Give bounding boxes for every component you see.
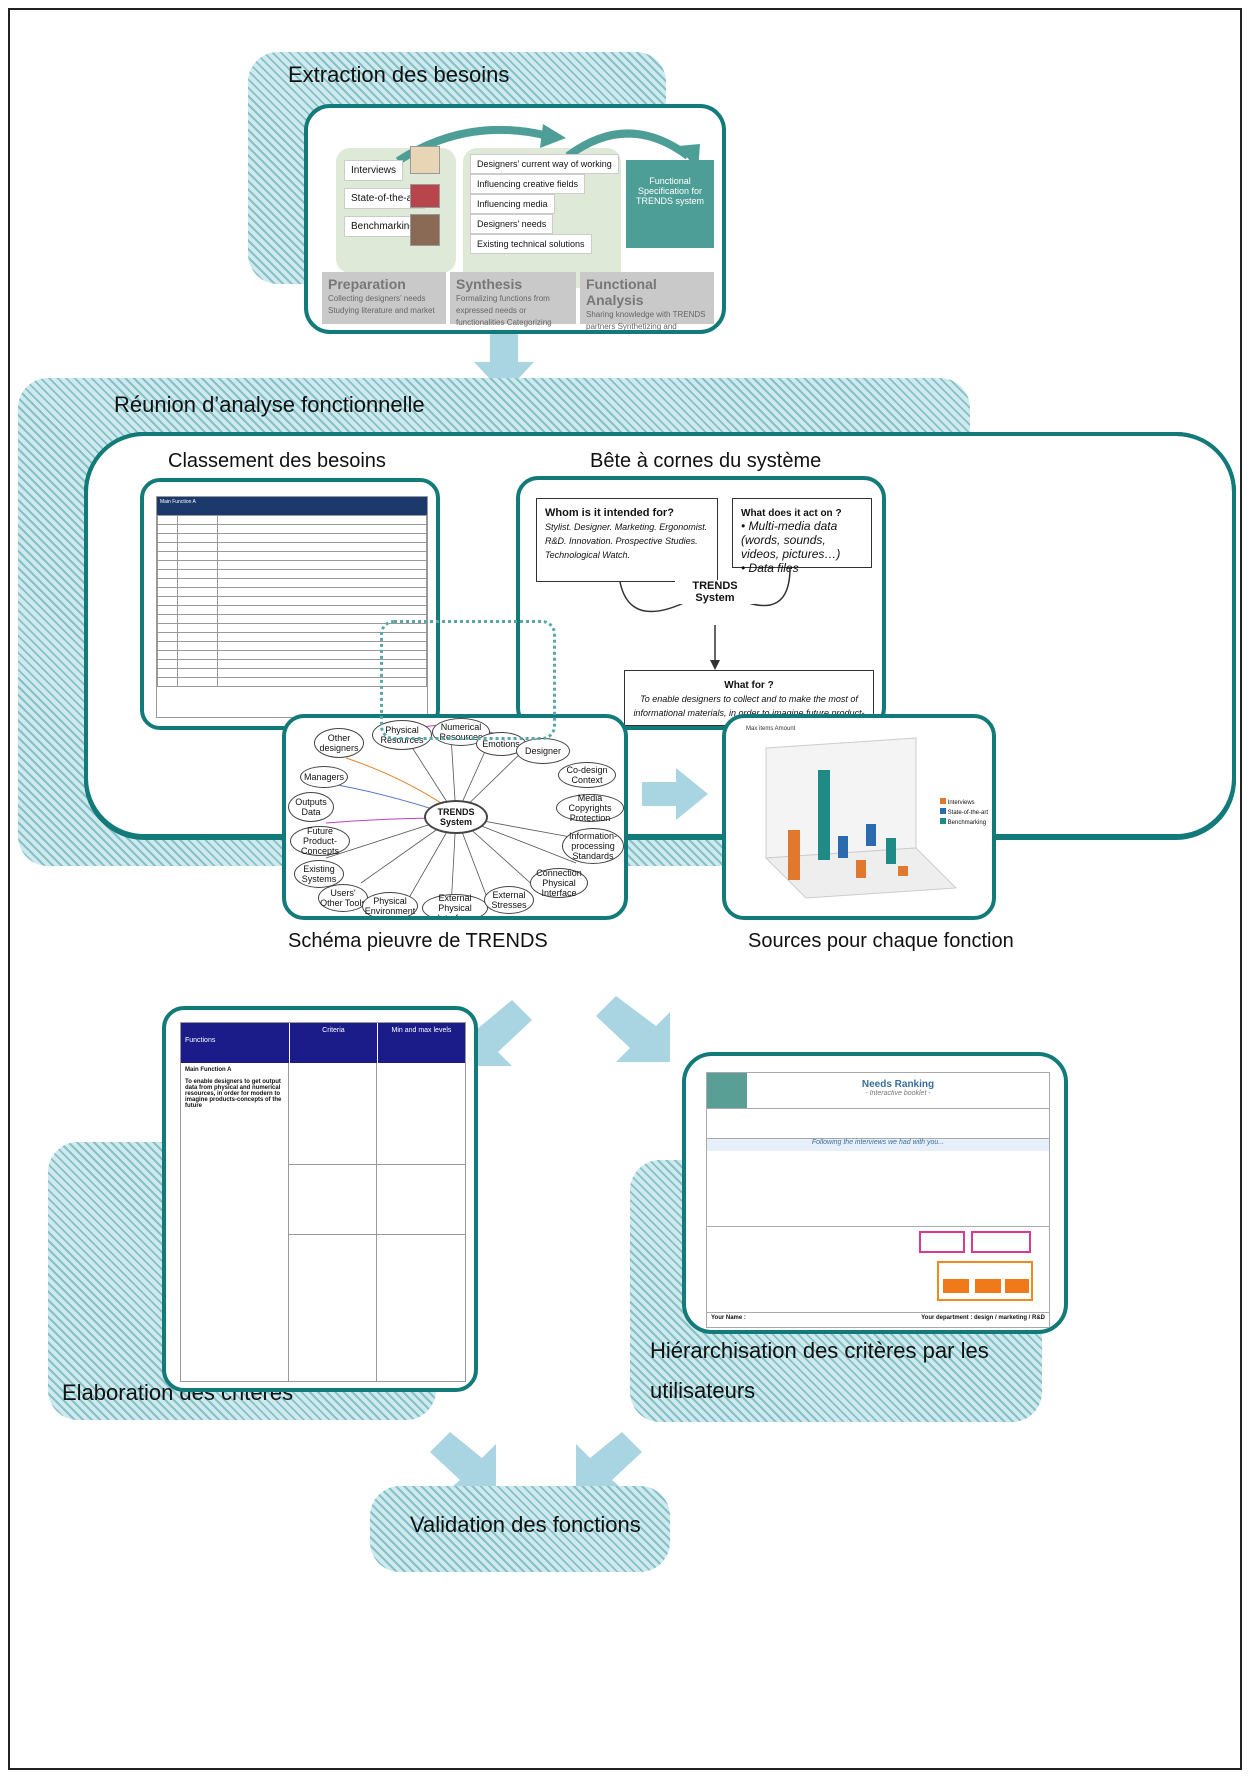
zone-reunion-label: Réunion d’analyse fonctionnelle <box>114 392 425 417</box>
criteria-column <box>288 1063 377 1381</box>
ranking-title: Needs Ranking <box>861 1079 935 1090</box>
extraction-panel: Interviews State-of-the-art Benchmarking… <box>304 104 726 334</box>
node-existing-systems: Existing Systems <box>294 860 344 888</box>
zone-validation <box>370 1486 670 1572</box>
node-other-designers: Other designers <box>314 728 364 758</box>
node-external-physical-interface: External Physical Interface <box>422 893 488 916</box>
zone-extraction-label: Extraction des besoins <box>288 62 510 87</box>
node-media-copyrights: Media Copyrights Protection <box>556 793 624 823</box>
section-bete-title: Bête à cornes du système <box>590 450 822 472</box>
reunion-outer-frame <box>84 432 1236 838</box>
ranking-diagram <box>919 1231 1039 1307</box>
bete-center: TRENDS System <box>675 580 755 604</box>
node-co-design-context: Co-design Context <box>558 762 616 788</box>
node-future-concepts: Future Product-Concepts <box>290 826 350 856</box>
pieuvre-panel: TRENDS System Physical Resources Numeric… <box>282 714 628 920</box>
ranking-department: Your department : design / marketing / R… <box>921 1315 1045 1321</box>
node-physical-resources: Physical Resources <box>372 720 432 750</box>
node-physical-environment: Physical Environment <box>362 892 418 916</box>
classement-table <box>157 515 427 687</box>
bete-curves <box>619 567 791 670</box>
synthesis-item-4: Designers’ needs <box>470 214 554 234</box>
node-connection-interface: Connection Physical Interface <box>530 868 588 898</box>
node-designer: Designer <box>516 738 570 764</box>
books-picture-icon <box>410 184 440 208</box>
whom-box: Whom is it intended for? Stylist. Design… <box>536 498 718 582</box>
synthesis-item-3: Influencing media <box>470 194 555 214</box>
node-managers: Managers <box>300 766 348 788</box>
interviews-picture-icon <box>410 146 440 174</box>
arrow-validation-left-icon <box>430 1432 496 1492</box>
section-pieuvre-title: Schéma pieuvre de TRENDS <box>288 930 548 952</box>
arrow-right-icon <box>642 768 708 820</box>
arrow-down-icon <box>474 334 534 394</box>
dashed-link <box>380 620 556 740</box>
criteria-table-header: Functions Criteria Min and max levels <box>181 1023 465 1063</box>
sources-legend: Interviews State-of-the-art Benchmarking <box>940 798 988 828</box>
pieuvre-center: TRENDS System <box>424 800 488 834</box>
input-interviews: Interviews <box>344 160 404 181</box>
section-classement-title: Classement des besoins <box>168 450 386 472</box>
levels-column <box>376 1063 465 1381</box>
arrow-down-right-icon <box>596 996 670 1062</box>
zone-hierarchisation-label-2: utilisateurs <box>650 1378 756 1403</box>
sources-chart-title: Max items Amount <box>746 726 796 732</box>
bete-panel: Whom is it intended for? Stylist. Design… <box>516 476 886 730</box>
arrow-down-left-icon <box>462 1000 532 1066</box>
criteria-panel: Functions Criteria Min and max levels Ma… <box>162 1006 478 1392</box>
ranking-logo <box>707 1073 747 1108</box>
acts-on-box: What does it act on ? • Multi-media data… <box>732 498 872 575</box>
classement-panel: Main Function A <box>140 478 440 730</box>
zone-validation-label: Validation des fonctions <box>410 1512 641 1537</box>
node-external-stresses: External Stresses <box>484 886 534 914</box>
sources-3d-chart <box>764 737 958 899</box>
arrow-validation-right-icon <box>576 1432 642 1492</box>
ranking-your-name: Your Name : <box>711 1315 746 1321</box>
ranking-subtitle: - Interactive booklet - <box>865 1090 931 1097</box>
ranking-section: Following the interviews we had with you… <box>707 1139 1049 1151</box>
synthesis-item-2: Influencing creative fields <box>470 174 586 194</box>
input-benchmarking: Benchmarking <box>344 216 422 237</box>
page-frame <box>8 8 1242 1770</box>
synthesis-item-5: Existing technical solutions <box>470 234 592 254</box>
node-outputs-data: Outputs Data <box>288 792 334 822</box>
synthesis-item-1: Designers’ current way of working <box>470 154 619 174</box>
node-users-tools: Users' Other Tools <box>318 884 368 912</box>
node-information-standards: Information-processing Standards <box>562 828 624 864</box>
node-emotions: Emotions <box>476 732 526 756</box>
ranking-panel: Needs Ranking - Interactive booklet - Fo… <box>682 1052 1068 1334</box>
section-sources-title: Sources pour chaque fonction <box>748 930 1014 952</box>
zone-hierarchisation-label-1: Hiérarchisation des critères par les <box>650 1338 989 1363</box>
benchmark-picture-icon <box>410 214 440 246</box>
classement-table-header: Main Function A <box>157 497 427 515</box>
functional-spec-block: Functional Specification for TRENDS syst… <box>626 160 714 248</box>
sources-panel: Max items Amount Interviews State-of-the… <box>722 714 996 920</box>
